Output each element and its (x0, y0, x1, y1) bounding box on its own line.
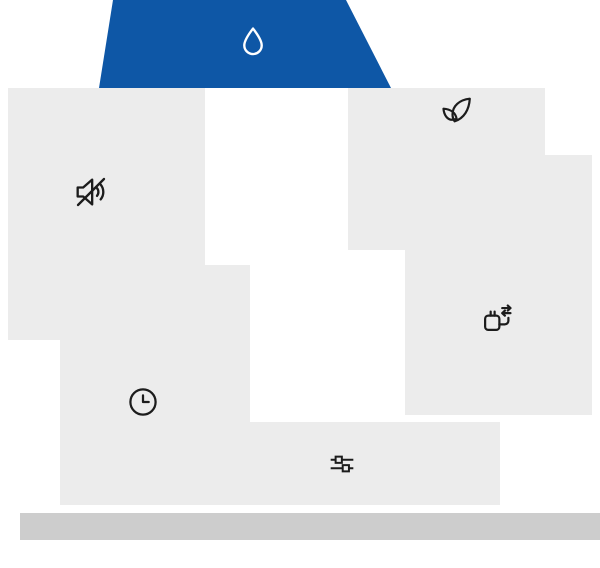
header-trapezoid (99, 0, 391, 88)
water-drop-icon (234, 23, 272, 61)
clock-icon (125, 384, 161, 420)
speaker-muted-icon (71, 172, 111, 212)
bottom-bar (20, 513, 600, 540)
tile-power-source[interactable] (405, 155, 592, 415)
leaf-icon (437, 93, 475, 131)
plug-swap-icon (478, 303, 516, 341)
tile-settings[interactable] (205, 422, 500, 505)
sliders-icon (325, 447, 359, 481)
